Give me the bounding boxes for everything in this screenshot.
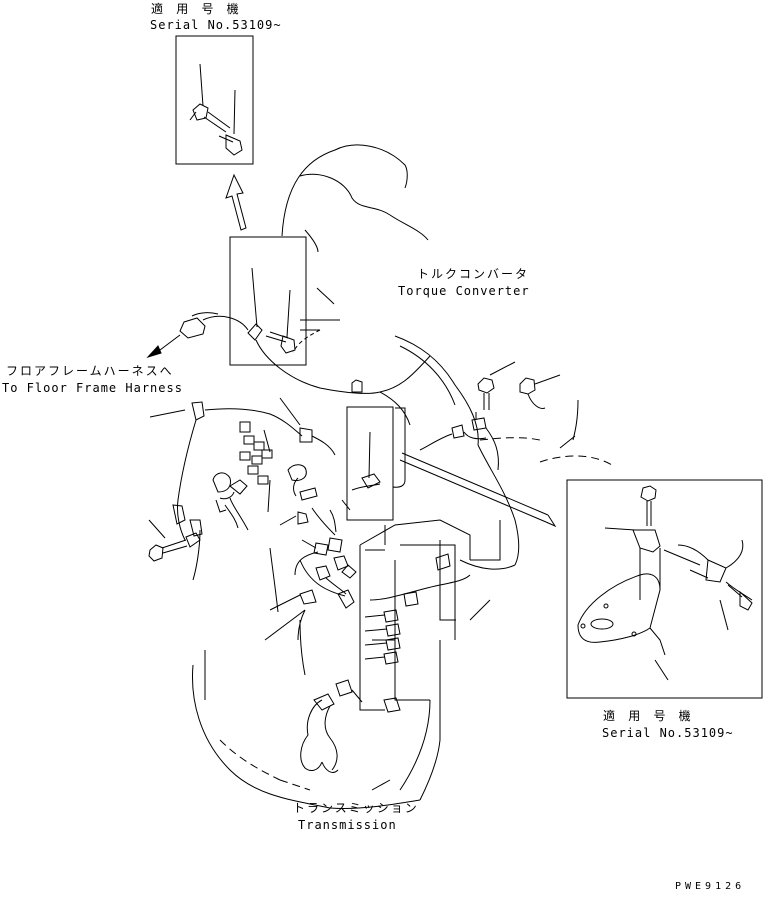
- detail-right-arrow: [399, 452, 557, 528]
- detail-up-arrow: [225, 173, 247, 231]
- right-detail-inset: [566, 479, 763, 699]
- upper-right-sensors: [419, 361, 561, 471]
- drawing-code: PWE9126: [675, 881, 746, 892]
- connector-cluster: [229, 421, 357, 641]
- lower-hose: [300, 693, 339, 773]
- harness-main-route: [179, 312, 431, 426]
- top-serial-label: Serial No.53109~: [150, 18, 282, 32]
- center-detail-inset: [346, 406, 406, 521]
- transmission-label-en: Transmission: [298, 818, 397, 832]
- middle-detail-frame: [229, 236, 307, 366]
- valve-connectors: [335, 553, 451, 713]
- right-detail-frame: [566, 479, 763, 699]
- middle-detail-inset: [229, 236, 307, 366]
- bottom-serial-label: Serial No.53109~: [602, 726, 734, 740]
- bottom-applicable-label-jp: 適 用 号 機: [603, 709, 694, 723]
- transmission-label-jp: トランスミッション: [293, 801, 419, 815]
- left-harness-clips: [148, 397, 336, 581]
- floor-frame-label-jp: フロアフレームハーネスへ: [6, 364, 174, 378]
- floor-frame-arrow: [146, 334, 181, 359]
- top-applicable-label-jp: 適 用 号 機: [151, 2, 242, 16]
- floor-frame-label-en: To Floor Frame Harness: [2, 381, 183, 395]
- torque-converter-outline: [281, 144, 479, 446]
- top-detail-inset: [175, 35, 254, 165]
- center-detail-frame: [346, 406, 394, 521]
- torque-converter-label-jp: トルクコンバータ: [417, 267, 530, 281]
- top-detail-frame: [175, 35, 254, 165]
- transmission-body: [192, 444, 520, 809]
- torque-converter-label-en: Torque Converter: [398, 284, 530, 298]
- converter-right-hidden-lines: [479, 399, 613, 466]
